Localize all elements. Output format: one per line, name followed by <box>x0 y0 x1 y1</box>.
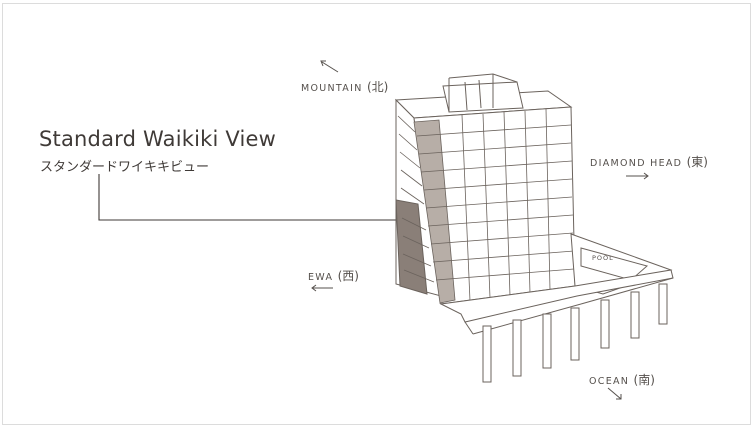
direction-diamond-head: DIAMOND HEAD (東) <box>590 153 708 170</box>
arrow-ewa <box>311 284 333 292</box>
podium-edge <box>439 269 674 323</box>
room-type-title: Standard Waikiki View <box>39 127 277 151</box>
arrow-mountain <box>320 60 339 73</box>
arrow-diamond-head <box>626 172 649 180</box>
rooftop-structure <box>442 81 524 113</box>
direction-ocean-label: OCEAN <box>589 376 630 387</box>
arrow-ocean <box>607 387 622 400</box>
direction-mountain: MOUNTAIN (北) <box>301 78 388 95</box>
diagram-frame: Standard Waikiki View スタンダードワイキキビュー MOUN… <box>2 3 751 425</box>
pool-label: POOL <box>592 254 614 262</box>
highlighted-room-column <box>395 199 428 295</box>
direction-ocean-kanji: (南) <box>633 373 655 387</box>
direction-diamond-head-label: DIAMOND HEAD <box>590 158 683 169</box>
highlighted-room-column-upper <box>413 119 456 304</box>
hotel-building-illustration <box>98 60 674 400</box>
title-pointer-line <box>98 174 396 221</box>
direction-ocean: OCEAN (南) <box>589 371 655 388</box>
direction-mountain-kanji: (北) <box>366 80 389 94</box>
direction-ewa-kanji: (西) <box>337 269 359 283</box>
podium-columns <box>482 283 668 383</box>
direction-ewa-label: EWA <box>308 272 334 283</box>
room-type-title-japanese: スタンダードワイキキビュー <box>40 160 210 175</box>
direction-ewa: EWA (西) <box>308 267 359 284</box>
direction-diamond-head-kanji: (東) <box>686 155 708 169</box>
direction-mountain-label: MOUNTAIN <box>301 83 363 94</box>
